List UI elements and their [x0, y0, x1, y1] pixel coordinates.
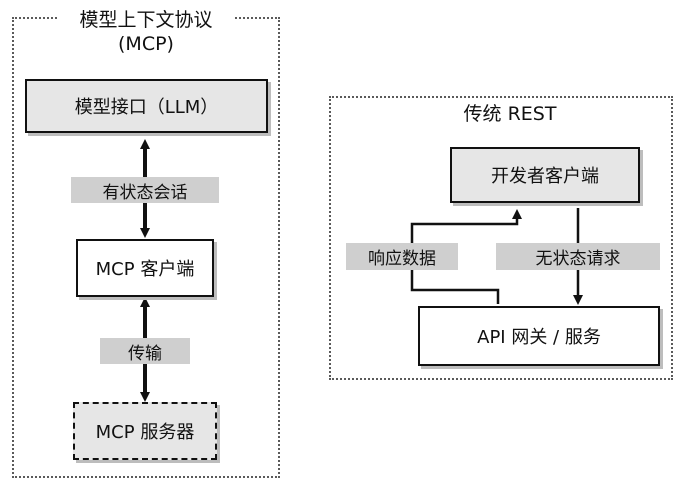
response-data-label: 响应数据: [346, 243, 458, 270]
api-gateway-box: API 网关 / 服务: [418, 306, 660, 366]
rest-panel-title: 传统 REST: [445, 102, 575, 126]
mcp-server-box: MCP 服务器: [73, 402, 217, 460]
developer-client-box: 开发者客户端: [450, 147, 640, 203]
rest-panel: [329, 96, 673, 380]
stateful-session-label: 有状态会话: [71, 177, 219, 203]
mcp-title-line1: 模型上下文协议: [79, 9, 213, 31]
stateless-request-label: 无状态请求: [496, 243, 660, 270]
mcp-panel-title: 模型上下文协议 (MCP): [58, 8, 234, 56]
transport-label: 传输: [100, 338, 190, 364]
mcp-title-line2: (MCP): [118, 33, 174, 55]
mcp-client-box: MCP 客户端: [76, 239, 214, 297]
llm-interface-box: 模型接口（LLM）: [25, 79, 268, 133]
